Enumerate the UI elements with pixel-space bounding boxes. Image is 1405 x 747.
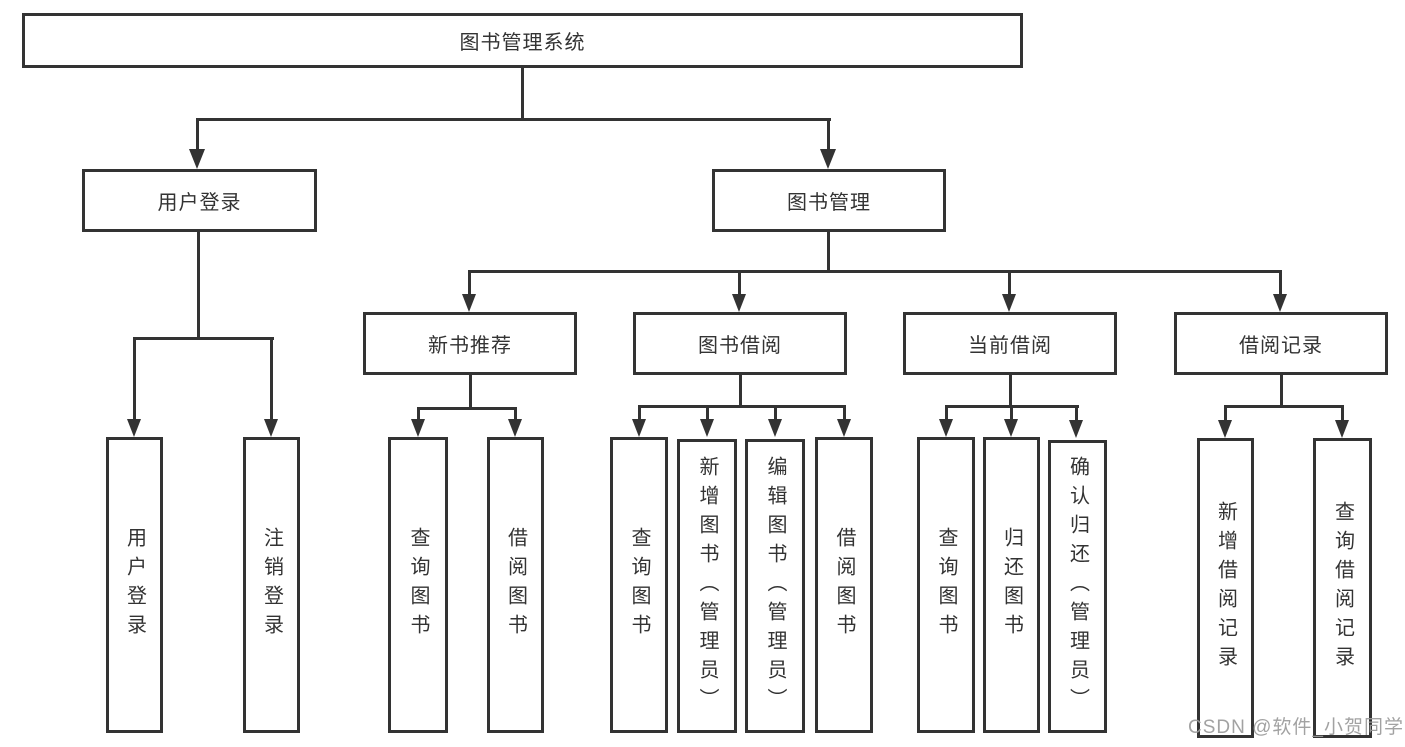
arrow-down-icon [508, 419, 522, 437]
connector-line [196, 118, 831, 121]
arrow-down-icon [189, 149, 205, 169]
connector-line [1279, 270, 1282, 296]
connector-line [706, 405, 709, 421]
leaf-add-books-admin: 新增图书（管理员） [677, 439, 737, 733]
connector-line [469, 270, 1282, 273]
leaf-borrow-books-2: 借阅图书 [815, 437, 873, 733]
leaf-confirm-return-admin-label: 确认归还（管理员） [1066, 456, 1089, 717]
connector-line [417, 407, 517, 410]
leaf-logout-label: 注销登录 [260, 527, 283, 643]
node-book-management: 图书管理 [712, 169, 946, 232]
node-book-borrowing: 图书借阅 [633, 312, 847, 375]
connector-line [521, 68, 524, 120]
leaf-user-login-label: 用户登录 [123, 527, 146, 643]
leaf-return-books-label: 归还图书 [1000, 527, 1023, 643]
leaf-query-books-1: 查询图书 [388, 437, 448, 733]
connector-line [469, 375, 472, 409]
leaf-return-books: 归还图书 [983, 437, 1040, 733]
arrow-down-icon [1335, 420, 1349, 438]
connector-line [196, 118, 199, 151]
node-borrowing-records-label: 借阅记录 [1239, 335, 1323, 357]
node-borrowing-records: 借阅记录 [1174, 312, 1388, 375]
arrow-down-icon [264, 419, 278, 437]
arrow-down-icon [1273, 294, 1287, 312]
arrow-down-icon [1002, 294, 1016, 312]
arrow-down-icon [462, 294, 476, 312]
leaf-query-books-3-label: 查询图书 [935, 527, 957, 643]
connector-line [827, 232, 830, 273]
arrow-down-icon [820, 149, 836, 169]
leaf-query-borrow-record: 查询借阅记录 [1313, 438, 1372, 738]
arrow-down-icon [127, 419, 141, 437]
leaf-edit-books-admin: 编辑图书（管理员） [745, 439, 805, 733]
leaf-add-books-admin-label: 新增图书（管理员） [696, 455, 718, 717]
arrow-down-icon [632, 419, 646, 437]
node-new-book-recommend-label: 新书推荐 [428, 335, 512, 357]
leaf-logout: 注销登录 [243, 437, 300, 733]
node-new-book-recommend: 新书推荐 [363, 312, 577, 375]
node-user-login-label: 用户登录 [157, 192, 242, 214]
node-root-label: 图书管理系统 [459, 32, 586, 54]
connector-line [1280, 375, 1283, 407]
connector-line [638, 405, 846, 408]
leaf-query-books-2: 查询图书 [610, 437, 668, 733]
node-book-borrowing-label: 图书借阅 [698, 335, 782, 357]
connector-line [774, 405, 777, 421]
node-book-management-label: 图书管理 [787, 192, 871, 214]
connector-line [827, 118, 830, 151]
arrow-down-icon [1069, 420, 1083, 438]
arrow-down-icon [768, 419, 782, 437]
connector-line [270, 337, 273, 421]
connector-line [843, 405, 846, 421]
connector-line [133, 337, 136, 421]
arrow-down-icon [1004, 419, 1018, 437]
arrow-down-icon [939, 419, 953, 437]
connector-line [638, 405, 641, 421]
connector-line [1008, 270, 1011, 296]
arrow-down-icon [1218, 420, 1232, 438]
connector-line [514, 407, 517, 421]
leaf-add-borrow-record-label: 新增借阅记录 [1214, 501, 1237, 675]
connector-line [1075, 405, 1078, 421]
connector-line [739, 375, 742, 407]
leaf-query-books-3: 查询图书 [917, 437, 975, 733]
connector-line [1224, 405, 1344, 408]
leaf-borrow-books-1-label: 借阅图书 [504, 527, 527, 643]
connector-line [1341, 405, 1344, 421]
connector-line [468, 270, 471, 296]
node-root: 图书管理系统 [22, 13, 1023, 68]
connector-line [417, 407, 420, 421]
leaf-user-login: 用户登录 [106, 437, 163, 733]
leaf-query-books-2-label: 查询图书 [628, 527, 650, 643]
arrow-down-icon [700, 419, 714, 437]
connector-line [1224, 405, 1227, 421]
connector-line [945, 405, 948, 421]
node-current-borrowing: 当前借阅 [903, 312, 1117, 375]
connector-line [133, 337, 274, 340]
leaf-confirm-return-admin: 确认归还（管理员） [1048, 440, 1107, 733]
leaf-add-borrow-record: 新增借阅记录 [1197, 438, 1254, 738]
leaf-query-books-1-label: 查询图书 [407, 527, 429, 643]
leaf-borrow-books-1: 借阅图书 [487, 437, 544, 733]
arrow-down-icon [837, 419, 851, 437]
leaf-edit-books-admin-label: 编辑图书（管理员） [764, 455, 786, 717]
connector-line [1009, 375, 1012, 407]
leaf-query-borrow-record-label: 查询借阅记录 [1331, 501, 1354, 675]
csdn-watermark: CSDN @软件_小贺同学 [1188, 717, 1404, 738]
arrow-down-icon [732, 294, 746, 312]
connector-line [738, 270, 741, 296]
connector-line [197, 232, 200, 339]
connector-line [1010, 405, 1013, 421]
leaf-borrow-books-2-label: 借阅图书 [833, 527, 855, 643]
node-user-login: 用户登录 [82, 169, 317, 232]
node-current-borrowing-label: 当前借阅 [968, 335, 1052, 357]
arrow-down-icon [411, 419, 425, 437]
